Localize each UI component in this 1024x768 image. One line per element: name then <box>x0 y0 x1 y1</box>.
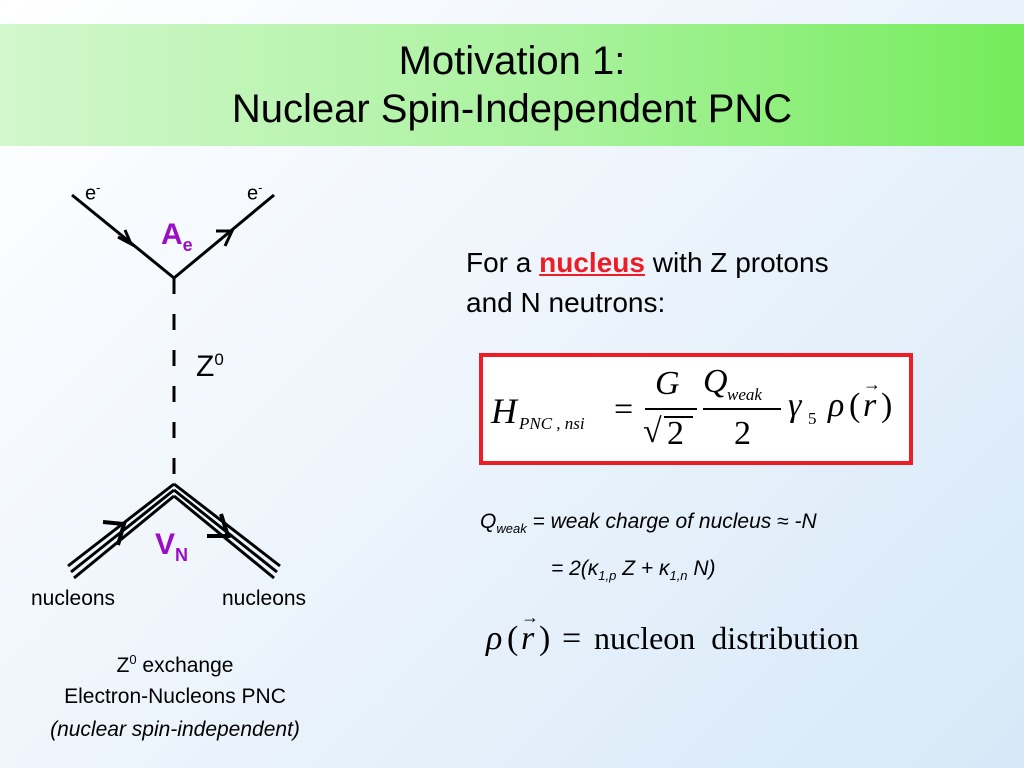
electron-in-label: e- <box>85 180 101 205</box>
eq-rho: ρ <box>828 387 845 424</box>
title-bar: Motivation 1: Nuclear Spin-Independent P… <box>0 24 1024 146</box>
vertex-ae-label: Ae <box>161 218 193 255</box>
eq-r: r <box>863 387 877 424</box>
eq-open-paren: ( <box>849 387 861 424</box>
eq-close-paren: ) <box>881 387 893 424</box>
eq-q-sub: weak <box>727 385 762 404</box>
electron-out-line <box>173 193 275 280</box>
eq-sqrt-two: 2 <box>667 415 684 452</box>
eq-equals: = <box>614 391 634 428</box>
rho-open-paren: ( <box>507 620 519 657</box>
arrow-out-icon <box>216 229 235 247</box>
caption-line-2: Electron-Nucleons PNC <box>64 685 286 708</box>
eq-gamma-sub: 5 <box>808 409 817 428</box>
intro-line-2: and N neutrons: <box>466 287 666 318</box>
nucleus-highlight: nucleus <box>539 247 645 278</box>
nucleons-left-label: nucleons <box>31 587 116 610</box>
eq-g: G <box>655 365 680 402</box>
electron-out-label: e- <box>247 180 263 205</box>
z-boson-label: Z0 <box>196 350 224 383</box>
arrow-nucleon-right-icon <box>207 513 231 538</box>
rho-vector-arrow-icon: → <box>521 607 539 627</box>
electron-in-line <box>71 193 175 280</box>
vector-arrow-icon: → <box>863 374 881 394</box>
intro-line-1: For a nucleus with Z protons <box>466 247 829 278</box>
eq-h: H <box>491 391 517 431</box>
caption-line-1: Z0 exchange <box>116 652 234 677</box>
vertex-vn-label: VN <box>155 528 189 565</box>
rho-symbol: ρ <box>486 620 503 657</box>
arrow-in-icon <box>117 229 135 248</box>
fraction-bar-1 <box>645 408 697 410</box>
title-line-2: Nuclear Spin-Independent PNC <box>231 87 793 131</box>
hamiltonian-equation-box: H PNC , nsi = G √ 2 Q weak 2 γ 5 ρ ( r →… <box>479 353 913 465</box>
eq-sqrt-sign: √ <box>643 413 662 450</box>
nucleons-right-label: nucleons <box>222 587 307 610</box>
arrow-nucleon-left-icon <box>102 520 127 546</box>
eq-denominator-two: 2 <box>734 415 751 452</box>
title-line-1: Motivation 1: <box>398 39 626 83</box>
rho-close-paren: ) <box>539 620 551 657</box>
qweak-definition: Qweak = weak charge of nucleus ≈ -N <box>480 510 817 537</box>
caption-line-3: (nuclear spin-independent) <box>50 718 300 741</box>
eq-gamma: γ <box>788 387 802 424</box>
rho-equals: = <box>562 620 582 657</box>
eq-h-sub: PNC , nsi <box>519 414 585 433</box>
rho-rhs: nucleon distribution <box>594 620 859 656</box>
sqrt-overline <box>664 416 693 418</box>
eq-q: Q <box>703 363 728 400</box>
rho-r: r <box>521 620 535 657</box>
qweak-expansion: = 2(κ1,p Z + κ1,n N) <box>551 557 716 584</box>
fraction-bar-2 <box>703 408 781 410</box>
